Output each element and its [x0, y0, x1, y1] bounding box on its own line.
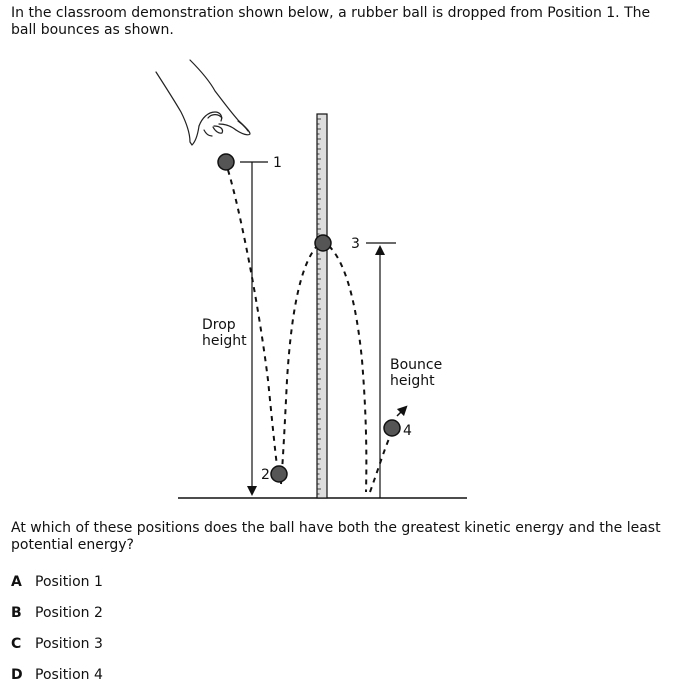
choice-a[interactable]: A Position 1	[11, 572, 103, 603]
ball-path	[227, 169, 392, 493]
meter-stick	[316, 113, 328, 499]
bouncing-ball-diagram: 1 2 3 4 Drop height Bounce height	[155, 59, 467, 499]
bounce-height-label-line2: height	[390, 373, 435, 389]
choice-b[interactable]: B Position 2	[11, 603, 103, 634]
answer-choices: A Position 1 B Position 2 C Position 3 D…	[11, 572, 103, 696]
question-intro: In the classroom demonstration shown bel…	[11, 5, 651, 38]
choice-letter: A	[11, 574, 22, 590]
hand-icon	[155, 59, 251, 146]
choice-letter: C	[11, 636, 22, 652]
choice-text: Position 2	[35, 605, 103, 621]
choice-text: Position 3	[35, 636, 103, 652]
drop-height-label-line2: height	[202, 333, 247, 349]
choice-letter: D	[11, 667, 23, 683]
question-prompt: At which of these positions does the bal…	[11, 520, 661, 553]
ball-position-3	[314, 234, 332, 252]
bounce-height-label-line1: Bounce	[390, 357, 442, 373]
ball-position-2	[270, 465, 288, 483]
position-3-label: 3	[351, 236, 360, 252]
drop-height-label-line1: Drop	[202, 317, 236, 333]
choice-d[interactable]: D Position 4	[11, 665, 103, 696]
position-4-label: 4	[403, 423, 412, 439]
position-2-label: 2	[261, 467, 270, 483]
motion-arrow	[396, 405, 408, 417]
choice-c[interactable]: C Position 3	[11, 634, 103, 665]
ball-position-1	[217, 153, 235, 171]
choice-text: Position 4	[35, 667, 103, 683]
choice-letter: B	[11, 605, 22, 621]
ball-position-4	[383, 419, 401, 437]
position-1-label: 1	[273, 155, 282, 171]
choice-text: Position 1	[35, 574, 103, 590]
